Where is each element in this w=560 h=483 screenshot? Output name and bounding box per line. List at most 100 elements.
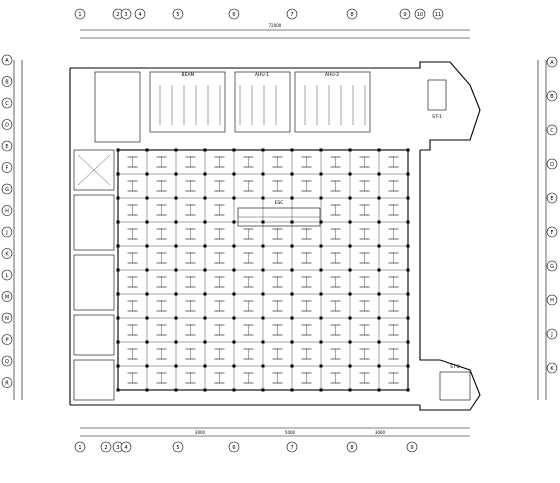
grid-bottom-bubble [286,441,298,453]
structural-column [203,196,207,200]
grid-top-bubble [399,8,411,20]
structural-column [290,268,294,272]
grid-bottom-bubble [172,441,184,453]
grid-left-bubble [1,355,13,367]
grid-right-bubble-label: K [550,366,554,372]
grid-left-bubble [1,205,13,216]
grid-left-bubble-label: Q [5,359,9,365]
grid-bottom-bubble [406,441,418,453]
structural-column [377,388,381,392]
grid-bottom-bubble-label: 7 [290,445,293,451]
structural-column [116,388,120,392]
structural-column [406,388,410,392]
structural-column [174,364,178,368]
structural-column [377,172,381,176]
structural-column [290,196,294,200]
grid-right-bubble [546,192,558,204]
escalator-label: ESC [275,200,284,206]
structural-column [145,388,149,392]
structural-column [261,316,265,320]
grid-left-bubble-label: D [5,122,9,128]
grid-right-bubble [546,158,558,170]
grid-top-bubble [432,8,444,20]
grid-bottom-bubble [346,441,358,453]
grid-bottom-bubble-label: 4 [124,445,127,451]
grid-left-bubble-label: G [5,187,9,193]
structural-column [261,196,265,200]
grid-top-bubble-label: 5 [176,12,179,18]
structural-column [290,292,294,296]
structural-column [348,220,352,224]
grid-left-bubble [1,140,13,152]
structural-column [406,292,410,296]
structural-column [116,196,120,200]
grid-left-bubble-label: A [5,58,9,64]
structural-column [232,148,236,152]
grid-left-bubble [1,226,13,238]
structural-column [203,148,207,152]
structural-column [116,268,120,272]
grid-top-bubble [74,8,86,20]
grid-top-bubble [120,8,132,20]
grid-left-bubble [1,183,13,195]
grid-right-bubble [546,328,558,340]
structural-column [261,292,265,296]
structural-column [232,388,236,392]
grid-right-bubble [546,90,558,102]
structural-column [232,268,236,272]
grid-top-bubble [172,8,184,20]
structural-column [290,340,294,344]
grid-right-bubble-label: F [551,230,554,236]
structural-column [203,364,207,368]
grid-left-bubble [1,162,13,173]
structural-column [348,364,352,368]
grid-right-bubble-label: A [550,60,554,66]
structural-column [116,316,120,320]
grid-right-bubble [546,362,558,374]
structural-column [232,172,236,176]
grid-right-bubble-label: E [550,196,553,202]
grid-left-bubble [1,54,13,66]
structural-column [377,364,381,368]
grid-left-bubble-label: H [5,208,9,214]
structural-column [174,148,178,152]
structural-column [290,364,294,368]
grid-left-bubble [1,119,13,130]
structural-column [203,340,207,344]
structural-column [319,244,323,248]
structural-column [348,172,352,176]
top-service-rooms: BEAM AHU-1 AHU-2 [94,71,371,143]
grid-left-bubble [1,291,13,302]
structural-column [406,220,410,224]
structural-column [261,244,265,248]
structural-column [232,340,236,344]
structural-column [174,316,178,320]
structural-column [377,148,381,152]
grid-top-bubble [346,8,358,20]
grid-left-bubble [1,248,13,259]
grid-bottom-bubble-label: 8 [350,445,353,451]
grid-right-bubble-label: H [550,298,554,304]
structural-column [203,292,207,296]
grid-top-bubble [414,8,426,20]
structural-column [319,292,323,296]
structural-column [145,172,149,176]
top-total-dimension: 72000 [269,23,282,28]
structural-column [290,388,294,392]
structural-column [406,196,410,200]
grid-right-bubble [546,260,558,272]
grid-top-bubble-label: 1 [78,12,81,18]
structural-column [319,316,323,320]
grid-right-bubble [546,56,558,68]
structural-column [232,292,236,296]
grid-bottom-bubble [100,441,112,453]
structural-column [145,196,149,200]
grid-left-bubble-label: F [6,165,9,171]
left-service-block [73,149,115,401]
structural-column [232,316,236,320]
stair-se-label: ST-2 [450,364,460,370]
